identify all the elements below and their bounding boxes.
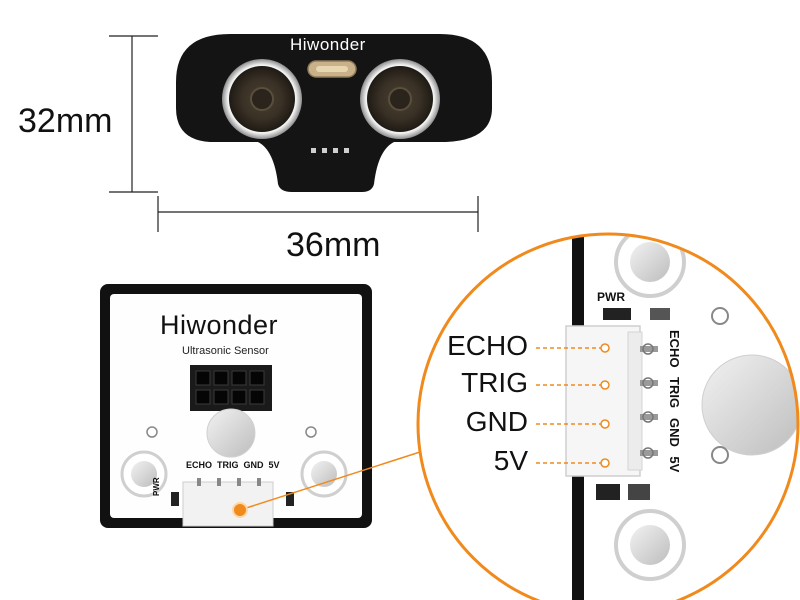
ultrasonic-module-top — [176, 34, 492, 192]
board-pin-header-labels: ECHO TRIG GND 5V — [186, 460, 280, 470]
connector-highlight-dot — [232, 502, 248, 518]
pin-label-echo: ECHO — [447, 330, 528, 361]
zoom-pcb-gnd: GND — [667, 417, 682, 447]
width-label: 36mm — [286, 226, 381, 264]
zoom-leader-line — [239, 451, 421, 511]
board-pin-trig: TRIG — [217, 460, 239, 470]
board-brand: Hiwonder — [160, 310, 279, 340]
pin-dots — [600, 343, 610, 468]
pin-label-gnd: GND — [465, 406, 528, 437]
board-pin-echo: ECHO — [186, 460, 213, 470]
zoom-power-label: PWR — [597, 290, 625, 304]
board-subtitle: Ultrasonic Sensor — [182, 345, 269, 357]
zoom-pcb-5v: 5V — [667, 456, 682, 473]
sensor-board — [100, 284, 372, 528]
board-power-label: PWR — [152, 477, 161, 496]
height-dimension — [109, 35, 158, 193]
board-pin-5v: 5V — [268, 460, 280, 470]
board-pin-gnd: GND — [243, 460, 264, 470]
height-label: 32mm — [18, 102, 113, 140]
zoom-pcb-echo: ECHO — [667, 330, 682, 368]
top-module-brand: Hiwonder — [290, 35, 366, 54]
zoom-pcb-trig: TRIG — [667, 377, 682, 409]
pin-label-5v: 5V — [493, 445, 528, 476]
zoom-detail — [416, 232, 800, 600]
zoom-pcb-pin-labels: ECHO TRIG GND 5V — [662, 330, 682, 472]
pin-label-trig: TRIG — [461, 367, 528, 398]
width-dimension — [157, 196, 479, 232]
